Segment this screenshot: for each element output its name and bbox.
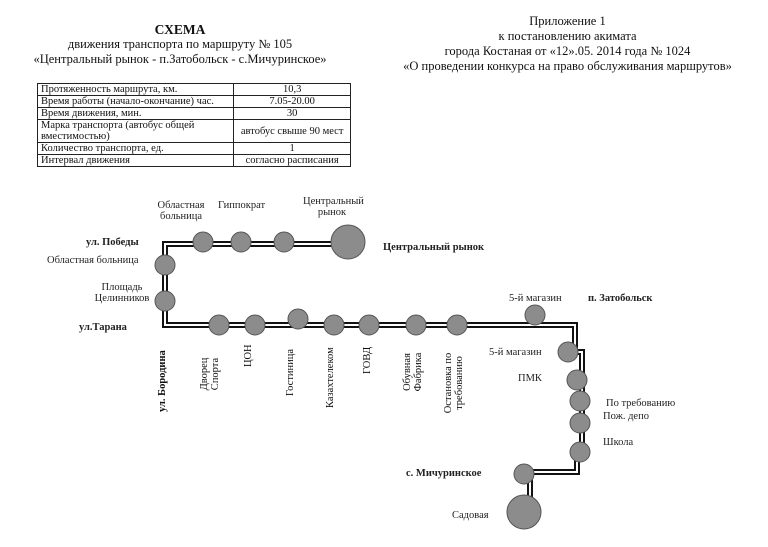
label-central-market-small: Центральный рынок — [303, 196, 364, 218]
label-sadovaya: Садовая — [452, 510, 489, 521]
stop-gippokrat — [230, 231, 252, 253]
scheme-title-block: СХЕМА движения транспорта по маршруту № … — [10, 22, 350, 67]
label-shkola: Школа — [603, 437, 634, 448]
stop-5th-shop-side — [557, 341, 579, 363]
param-label: Интервал движения — [36, 154, 235, 167]
stop-5th-shop-top — [524, 304, 546, 326]
stop-oblast-hospital-top — [192, 231, 214, 253]
stop-kazakhtelecom — [323, 314, 345, 336]
stop-ploshchad-tselinnikov — [154, 290, 176, 312]
table-row: Интервал движения согласно расписания — [36, 154, 351, 167]
label-5th-shop-side: 5-й магазин — [489, 347, 542, 358]
label-pozh-depo: Пож. депо — [603, 411, 649, 422]
stop-michurinskoe — [513, 463, 535, 485]
label-gippokrat: Гиппократ — [218, 200, 266, 211]
label-central-market-big: Центральный рынок — [383, 242, 485, 253]
label-govd: ГОВД — [362, 346, 373, 374]
label-ploshchad: Площадь Целинников — [92, 282, 152, 304]
stop-tson — [244, 314, 266, 336]
stop-gostinitsa — [287, 308, 309, 330]
appendix-header: Приложение 1 к постановлению акимата гор… — [380, 14, 755, 74]
stop-govd — [358, 314, 380, 336]
scheme-subtitle: движения транспорта по маршруту № 105 — [67, 37, 293, 51]
stop-pozh-depo — [569, 412, 591, 434]
label-ul-borodina: ул. Бородина — [157, 350, 168, 412]
param-value: согласно расписания — [233, 154, 351, 167]
label-ul-pobedy: ул. Победы — [86, 237, 139, 248]
route-params-table: Протяженность маршрута, км. 10,3 Время р… — [36, 83, 351, 167]
label-dvorets-sporta: Дворец Спорта — [199, 353, 221, 395]
stop-on-request-2 — [569, 390, 591, 412]
appendix-number: Приложение 1 — [529, 14, 606, 28]
label-ostanovka-po-treb: Остановка по требованию — [443, 346, 465, 420]
label-oblast-hospital-side: Областная больница — [47, 255, 139, 266]
stop-dvorets-sporta — [208, 314, 230, 336]
label-s-michurinskoe: с. Мичуринское — [406, 468, 482, 479]
route-stops — [154, 224, 591, 530]
label-5th-shop-top: 5-й магазин — [509, 293, 562, 304]
label-text: Обувная Фабрика — [402, 352, 424, 392]
stop-oblast-hospital — [154, 254, 176, 276]
stop-pmk — [566, 369, 588, 391]
label-p-zatobolsk: п. Затобольск — [588, 293, 653, 304]
appendix-city-date: города Костаная от «12».05. 2014 года № … — [444, 44, 691, 58]
appendix-subject: «О проведении конкурса на право обслужив… — [403, 59, 732, 73]
label-text: Областная больница — [157, 200, 205, 222]
table-row: Время работы (начало-окончание) час. 7.0… — [36, 95, 351, 108]
label-oblast-hospital-top: Областная больница — [152, 200, 210, 222]
param-value: автобус свыше 90 мест — [233, 119, 351, 143]
label-kazakhtelecom: Казахтелеком — [325, 347, 336, 408]
table-row: Марка транспорта (автобус общей вместимо… — [36, 119, 351, 143]
stop-central-market — [330, 224, 366, 260]
label-gostinitsa: Гостиница — [285, 348, 296, 396]
stop-shkola — [569, 441, 591, 463]
scheme-route-name: «Центральный рынок - п.Затобольск - с.Ми… — [33, 52, 327, 66]
label-text: Дворец Спорта — [199, 357, 221, 391]
label-text: Остановка по требованию — [443, 352, 465, 414]
label-obuvnaya-fabrika: Обувная Фабрика — [402, 347, 424, 397]
label-text: Площадь Целинников — [94, 282, 150, 304]
table-row: Время движения, мин. 30 — [36, 107, 351, 120]
label-pmk: ПМК — [518, 373, 542, 384]
stop-sadovaya — [506, 494, 542, 530]
label-text: Центральный рынок — [303, 196, 364, 218]
stop-gippokrat-1 — [273, 231, 295, 253]
label-po-trebovaniyu: По требованию — [606, 398, 676, 409]
appendix-resolution: к постановлению акимата — [498, 29, 637, 43]
scheme-title: СХЕМА — [154, 22, 206, 37]
stop-obuvnaya-fabrika — [405, 314, 427, 336]
stop-on-request-1 — [446, 314, 468, 336]
label-ul-tarana: ул.Тарана — [79, 322, 127, 333]
table-row: Количество транспорта, ед. 1 — [36, 142, 351, 155]
label-tson: ЦОН — [243, 344, 254, 367]
